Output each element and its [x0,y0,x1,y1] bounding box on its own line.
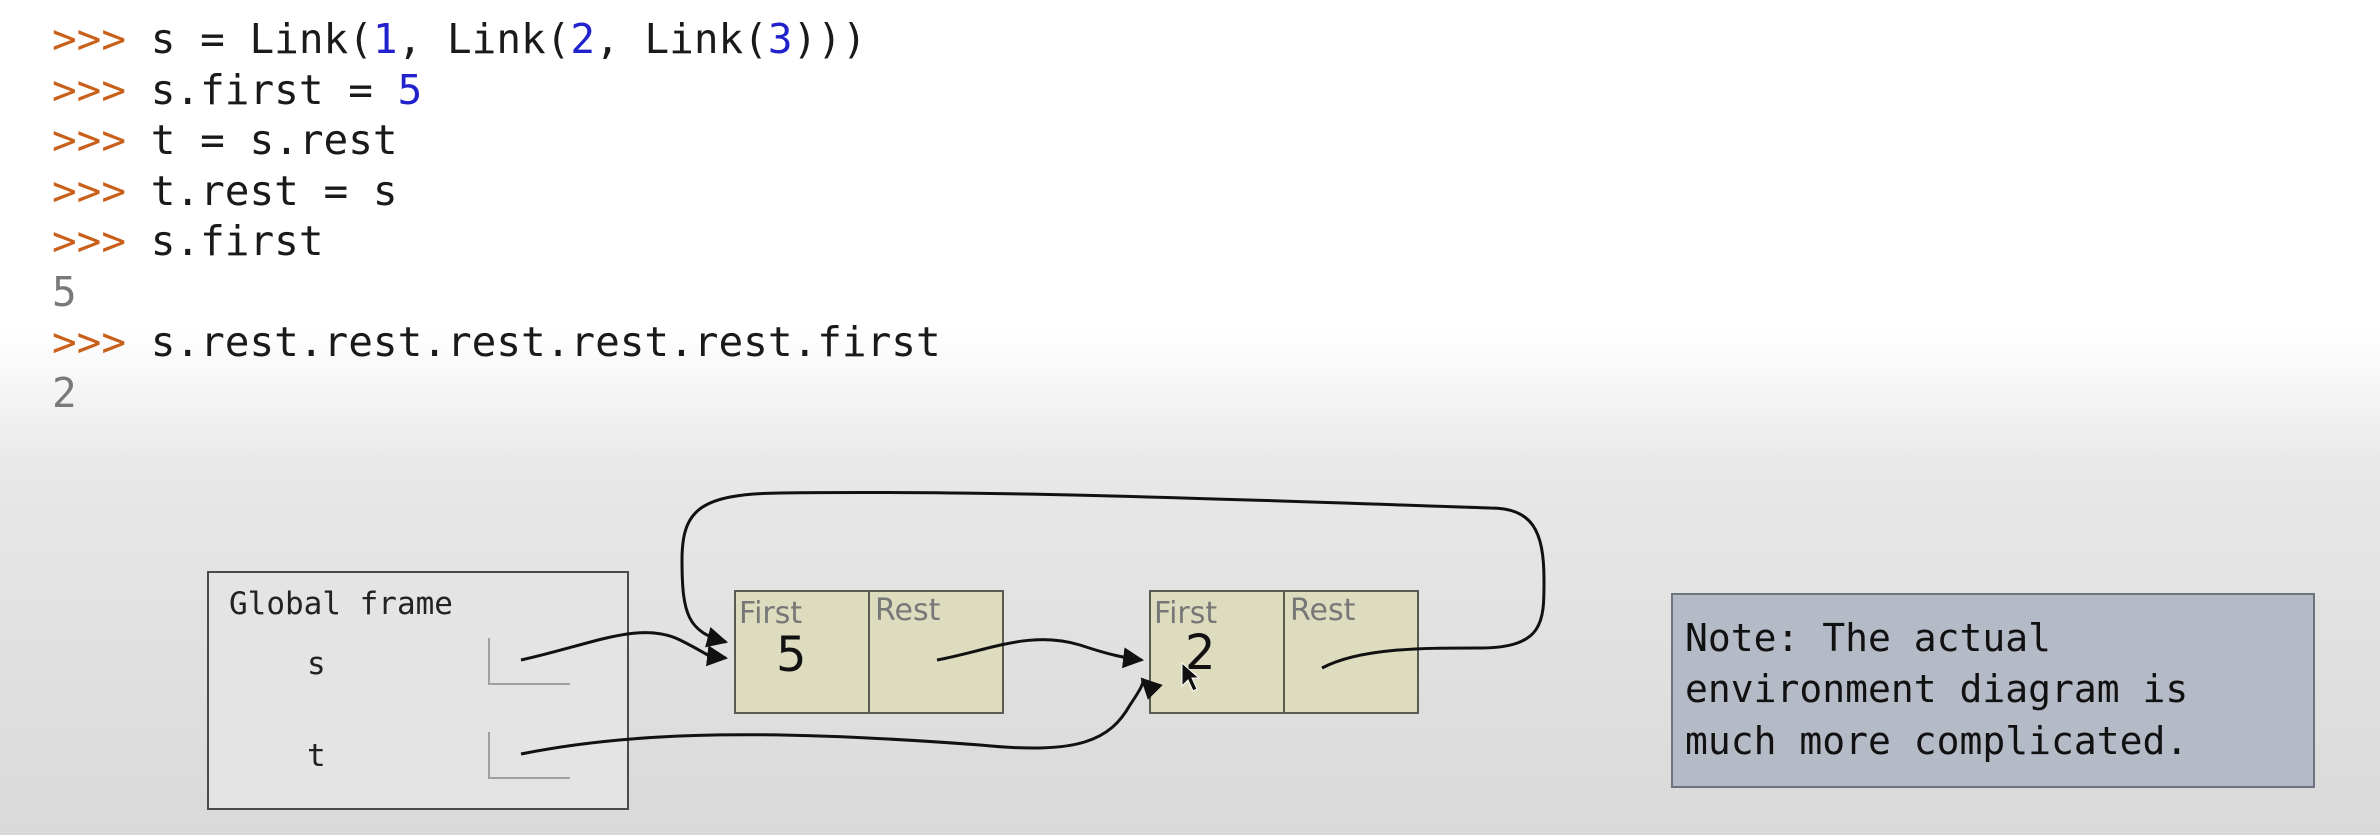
var-s-slot [488,638,570,685]
interpreter-session: >>> s = Link(1, Link(2, Link(3))) >>> s.… [52,14,941,418]
code-line-4: >>> t.rest = s [52,166,941,217]
code-line-6: >>> s.rest.rest.rest.rest.rest.first [52,317,941,368]
code-line-3: >>> t = s.rest [52,115,941,166]
var-t-label: t [307,738,326,774]
note-line-3: much more complicated. [1685,719,2188,763]
note-box [1671,593,2315,788]
code-line-2: >>> s.first = 5 [52,65,941,116]
code-number: 3 [767,15,793,63]
var-t-slot [488,732,570,779]
prompt: >>> [52,217,151,265]
link-1-rest-label: Rest [875,593,941,628]
code-number: 2 [570,15,596,63]
code-number: 1 [372,15,398,63]
prompt: >>> [52,116,151,164]
output-line-1: 5 [52,267,77,316]
code-text: s = Link( [150,15,373,63]
prompt: >>> [52,166,151,215]
code-text: t.rest = s [150,166,398,215]
mouse-cursor-icon [1181,661,1201,692]
prompt: >>> [52,65,151,114]
code-text: s.first [150,217,324,265]
note-callout: Note: The actual environment diagram is … [1671,593,2315,788]
code-text: , Link( [397,15,571,63]
global-frame-title: Global frame [229,586,453,622]
code-text: , Link( [595,15,768,63]
code-line-5: >>> s.first [52,216,941,267]
link-1-first-label: First [739,596,802,631]
var-s-label: s [307,646,326,682]
code-text: t = s.rest [150,116,398,164]
prompt: >>> [52,15,151,63]
global-frame-box [207,571,629,810]
code-text: s.first = [150,65,398,114]
global-frame: Global frame s t [207,571,629,810]
link-2-first-label: First [1154,596,1217,631]
code-number: 5 [397,65,423,114]
link-node-1: First Rest 5 [734,590,1004,714]
arrow-link-1-rest-to-link-2 [936,638,1145,669]
code-line-1: >>> s = Link(1, Link(2, Link(3))) [52,14,941,65]
link-1-first-value: 5 [776,627,807,683]
note-line-2: environment diagram is [1685,667,2188,711]
arrow-s-to-link-1 [520,631,729,667]
code-text: s.rest.rest.rest.rest.rest.first [150,318,941,366]
arrow-link-2-rest-to-link-1 [680,490,1546,670]
arrow-t-to-link-2 [520,677,1163,756]
note-line-1: Note: The actual [1685,616,2051,660]
code-text: ))) [792,15,867,63]
link-2-rest-label: Rest [1290,593,1356,628]
output-line-2: 2 [52,368,77,417]
prompt: >>> [52,318,151,366]
